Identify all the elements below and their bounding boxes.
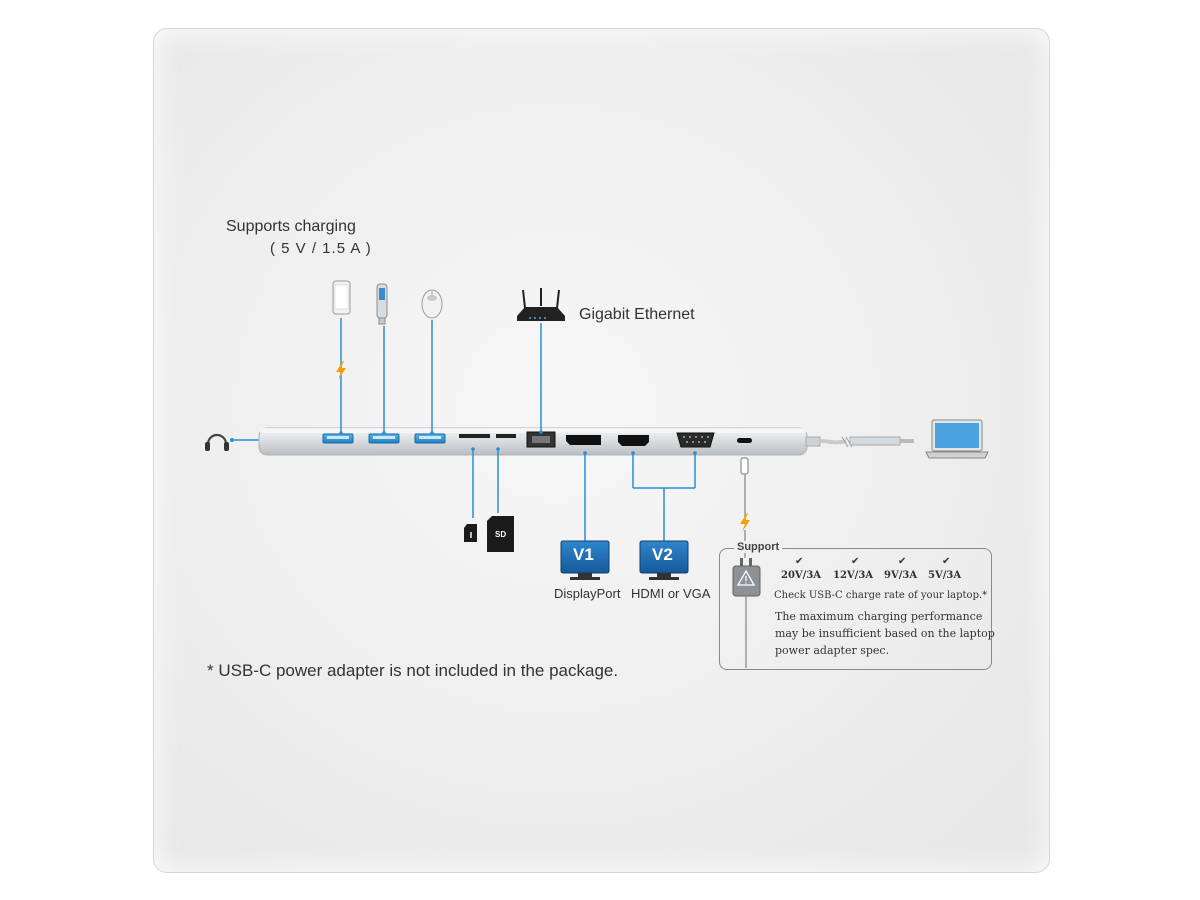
voltage-5v: 5V/3A: [928, 570, 962, 581]
usb-c-cable: [805, 436, 914, 448]
support-box: [719, 548, 992, 670]
usb-port-1: [322, 433, 354, 444]
checkmark-icon: ✔: [795, 556, 804, 567]
lightning-icon: [336, 361, 346, 380]
usb-port-3: [414, 433, 446, 444]
usb-c-power-line: [740, 457, 749, 558]
checkmark-icon: ✔: [942, 556, 951, 567]
headphones-icon: [205, 433, 229, 451]
adapter-footnote: * USB-C power adapter is not included in…: [207, 661, 619, 680]
monitor-2-badge: V2: [652, 545, 673, 564]
performance-note-line-1: The maximum charging performance: [775, 610, 983, 623]
charge-rate-note: Check USB-C charge rate of your laptop.*: [774, 590, 988, 601]
ethernet-port: [526, 431, 556, 448]
voltage-12v: 12V/3A: [833, 570, 874, 581]
displayport-port: [566, 435, 601, 445]
support-title: Support: [734, 541, 783, 553]
monitor-1-badge: V1: [573, 545, 594, 564]
voltage-20v: 20V/3A: [781, 570, 822, 581]
performance-note-line-3: power adapter spec.: [775, 644, 890, 657]
hdmi-port: [618, 435, 649, 446]
performance-note-line-2: may be insufficient based on the laptop: [775, 627, 995, 640]
lightning-icon: [740, 513, 750, 532]
hdmi-vga-caption: HDMI or VGA: [631, 586, 711, 601]
mouse-icon: [421, 289, 443, 319]
laptop-icon: [925, 419, 989, 459]
microsd-card-icon: [464, 524, 477, 542]
charging-title: Supports charging: [226, 218, 356, 235]
monitor-icon: [639, 540, 689, 580]
router-icon: [517, 288, 565, 321]
card-reader-slots: [459, 434, 516, 438]
checkmark-icon: ✔: [898, 556, 907, 567]
usb-c-port: [737, 438, 752, 443]
smartphone-icon: [332, 280, 351, 315]
checkmark-icon: ✔: [851, 556, 860, 567]
vga-port: [676, 432, 715, 448]
ethernet-label: Gigabit Ethernet: [579, 306, 695, 323]
monitor-icon: [560, 540, 610, 580]
usb-port-2: [368, 433, 400, 444]
sd-card-label: SD: [495, 530, 507, 539]
usb-flash-drive-icon: [376, 283, 388, 325]
sd-card-icon: [487, 516, 514, 552]
power-adapter-icon: [732, 558, 761, 668]
hdmi-vga-lines: [631, 451, 697, 541]
charging-spec: ( 5 V / 1.5 A ): [270, 240, 372, 257]
displayport-caption: DisplayPort: [554, 586, 621, 601]
voltage-9v: 9V/3A: [884, 570, 918, 581]
